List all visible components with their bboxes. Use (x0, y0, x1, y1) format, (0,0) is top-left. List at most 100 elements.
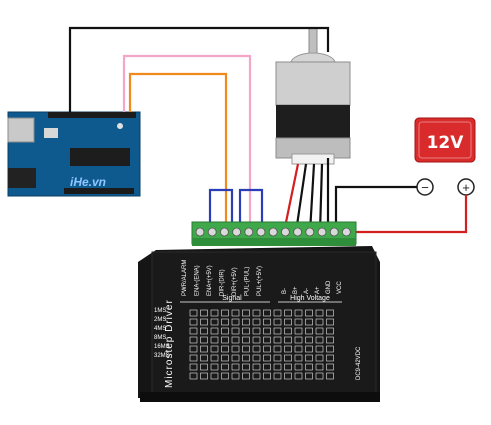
dip-cell (284, 309, 292, 317)
dip-cell (305, 372, 313, 380)
dip-cell (252, 318, 261, 326)
dip-cell (315, 309, 324, 317)
wire-motor-black-3 (318, 163, 324, 233)
dip-cell (326, 336, 334, 344)
dip-cell (273, 354, 282, 362)
wire-blue-2 (238, 188, 264, 232)
dip-cell (252, 354, 261, 362)
dip-cell (294, 363, 303, 371)
wires (68, 26, 468, 234)
dip-cell (189, 309, 198, 317)
dip-cell (200, 354, 208, 362)
dip-cell (315, 345, 324, 353)
dip-cell (210, 363, 219, 371)
signal-pin-label: ENA+(+5V) (207, 265, 213, 296)
hv-pin-label: VCC (337, 281, 343, 294)
dip-cell (242, 345, 250, 353)
negative-terminal: − (416, 178, 434, 196)
dip-cell (284, 345, 292, 353)
wire-power-positive (346, 195, 468, 234)
dip-cell (326, 345, 334, 353)
terminal-screw (329, 227, 339, 237)
terminal-screw (317, 227, 327, 237)
hv-pin-label: A+ (315, 286, 321, 294)
dip-cell (231, 336, 240, 344)
wire-motor-red (282, 163, 300, 233)
dip-cell (252, 372, 261, 380)
arduino-board: iHe.vn (7, 111, 141, 197)
dip-cell (263, 372, 271, 380)
dip-cell (231, 372, 240, 380)
dip-cell (305, 354, 313, 362)
dip-cell (305, 327, 313, 335)
hv-pin-label: A- (304, 288, 310, 294)
dip-cell (231, 309, 240, 317)
dip-cell (242, 309, 250, 317)
dip-cell (200, 372, 208, 380)
dip-cell (294, 345, 303, 353)
dip-cell (231, 354, 240, 362)
high-voltage-label: High Voltage (290, 295, 330, 302)
voltage-range-text: DC9-42VDC (356, 346, 362, 380)
atmega-chip (70, 148, 130, 166)
terminal-screw (207, 227, 217, 237)
dip-cell (315, 363, 324, 371)
signal-pin-label: PUL-(PUL) (245, 267, 251, 296)
terminal-screw (219, 227, 229, 237)
dip-cell (221, 372, 229, 380)
dip-cell (294, 309, 303, 317)
dip-cell (189, 336, 198, 344)
dip-cell (231, 345, 240, 353)
header-bottom (64, 188, 134, 194)
terminal-screw (280, 227, 290, 237)
wire-motor-black (294, 163, 308, 233)
arduino-logo: iHe.vn (70, 175, 106, 189)
motor-front-plate (275, 61, 351, 106)
dip-cell (200, 327, 208, 335)
terminal-screw (256, 227, 266, 237)
dip-cell (315, 372, 324, 380)
terminal-screw (232, 227, 242, 237)
dip-cell (231, 318, 240, 326)
microstep-mode: 4MS (154, 326, 166, 332)
terminal-screw (341, 227, 351, 237)
dip-cell (221, 336, 229, 344)
dip-cell (200, 309, 208, 317)
dip-cell (200, 336, 208, 344)
dip-cell (294, 327, 303, 335)
dip-cell (284, 336, 292, 344)
dip-cell (221, 309, 229, 317)
dip-cell (252, 345, 261, 353)
dip-cell (231, 327, 240, 335)
reset-button (117, 123, 123, 129)
signal-pin-label: PWR/ALARM (182, 260, 188, 296)
header-top (48, 112, 136, 118)
signal-pin-label: DIR-(DIR) (220, 269, 226, 296)
dip-cell (305, 318, 313, 326)
signal-pin-label: DIR+(+5V) (232, 267, 238, 296)
positive-symbol: + (462, 180, 470, 195)
wire-motor-black-2 (308, 163, 316, 233)
negative-symbol: − (421, 180, 429, 195)
positive-terminal: + (457, 178, 475, 196)
wire-pink (122, 54, 252, 232)
terminal-screw (195, 227, 205, 237)
dip-cell (326, 327, 334, 335)
hv-pin-label: B- (282, 288, 288, 294)
dip-cell (273, 372, 282, 380)
dip-cell (210, 354, 219, 362)
terminal-screw (293, 227, 303, 237)
microstep-mode: 8MS (154, 335, 166, 341)
dip-cell (305, 336, 313, 344)
usb-port (7, 117, 35, 143)
dip-cell (315, 354, 324, 362)
dip-cell (263, 327, 271, 335)
dip-cell (231, 363, 240, 371)
microstep-mode: 32MS (154, 353, 170, 359)
dip-cell (273, 309, 282, 317)
dip-cell (315, 318, 324, 326)
dip-cell (200, 345, 208, 353)
dip-cell (189, 354, 198, 362)
